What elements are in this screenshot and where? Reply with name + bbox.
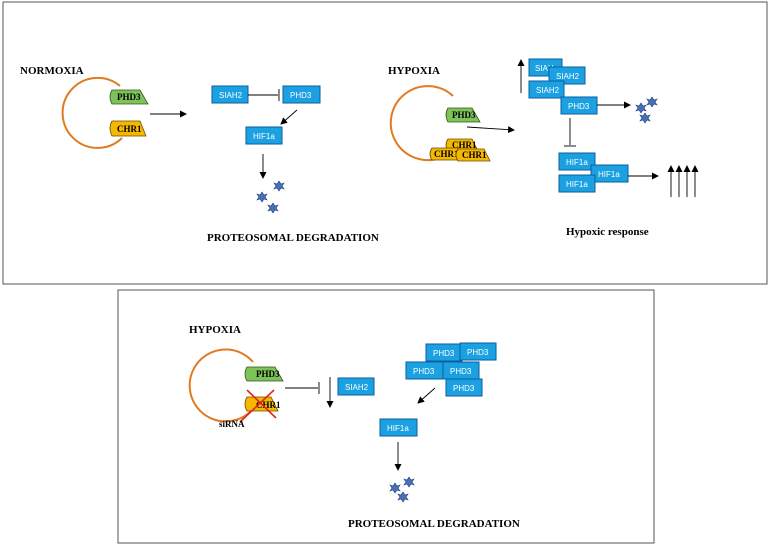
svg-text:HIF1a: HIF1a xyxy=(566,180,588,189)
phd3-shape xyxy=(244,366,284,382)
svg-text:PHD3: PHD3 xyxy=(433,349,455,358)
hif1a-box xyxy=(590,164,629,183)
svg-text:SIAH2: SIAH2 xyxy=(536,86,560,95)
sirna-label: siRNA xyxy=(219,419,245,429)
svg-text:HIF1a: HIF1a xyxy=(387,424,409,433)
svg-text:SIAH2: SIAH2 xyxy=(556,72,580,81)
phd3-shape xyxy=(109,89,149,105)
svg-text:CHR1: CHR1 xyxy=(462,150,487,160)
arrow-phd3-hif1a xyxy=(280,109,298,125)
bottom-panel xyxy=(117,289,655,544)
normoxia-title: NORMOXIA xyxy=(20,65,84,77)
chr1-shape xyxy=(455,148,491,162)
phd3-box xyxy=(459,342,497,361)
svg-text:PHD3: PHD3 xyxy=(452,110,476,120)
degradation-fragments xyxy=(635,96,658,124)
svg-text:SIAH2: SIAH2 xyxy=(345,383,369,392)
phd3-shape xyxy=(445,107,481,123)
svg-text:PHD3: PHD3 xyxy=(413,367,435,376)
svg-text:PHD3: PHD3 xyxy=(450,367,472,376)
siah2-box xyxy=(337,377,375,396)
siah2-box xyxy=(548,66,586,85)
svg-text:CHR1: CHR1 xyxy=(256,400,281,410)
normoxia-caption: PROTEOSOMAL DEGRADATION xyxy=(207,232,379,244)
svg-text:CHR1: CHR1 xyxy=(117,124,142,134)
arrow-phd3-hif1a xyxy=(417,387,436,404)
normoxia-complex: PHD3 CHR1 xyxy=(61,76,149,149)
hif1a-box xyxy=(379,418,418,437)
hif1a-box xyxy=(558,174,596,193)
top-panel xyxy=(2,1,768,285)
svg-text:PHD3: PHD3 xyxy=(568,102,590,111)
svg-text:HIF1a: HIF1a xyxy=(566,158,588,167)
bottom-caption: PROTEOSOMAL DEGRADATION xyxy=(348,518,520,530)
hypoxia-title: HYPOXIA xyxy=(388,65,440,77)
svg-text:CHR1: CHR1 xyxy=(434,149,459,159)
svg-text:HIF1a: HIF1a xyxy=(253,132,275,141)
sirna-cross xyxy=(246,389,277,419)
svg-text:CHR1: CHR1 xyxy=(452,140,477,150)
svg-text:PHD3: PHD3 xyxy=(453,384,475,393)
svg-text:PHD3: PHD3 xyxy=(290,91,312,100)
arrow-hypoxia-complex xyxy=(466,126,515,134)
svg-text:SIAH: SIAH xyxy=(535,64,554,73)
svg-text:PHD3: PHD3 xyxy=(256,369,280,379)
phd3-box xyxy=(560,96,598,115)
svg-text:PHD3: PHD3 xyxy=(467,348,489,357)
svg-text:SIAH2: SIAH2 xyxy=(219,91,243,100)
hypoxia-complex: PHD3 CHR1 CHR1 CHR1 xyxy=(389,85,491,162)
siah2-box xyxy=(211,85,249,104)
degradation-fragments xyxy=(256,180,285,214)
sirna-complex: PHD3 CHR1 xyxy=(188,348,284,423)
svg-text:PHD3: PHD3 xyxy=(117,92,141,102)
siah2-box xyxy=(528,80,565,99)
hypoxic-response-caption: Hypoxic response xyxy=(566,226,649,238)
hif1a-box xyxy=(558,152,596,171)
phd3-box xyxy=(282,85,321,104)
sirna-cross xyxy=(239,389,275,423)
chr1-shape xyxy=(109,120,147,137)
degradation-fragments xyxy=(389,476,415,503)
up-arrows-response xyxy=(667,165,699,197)
phd3-box xyxy=(445,378,483,397)
svg-text:HIF1a: HIF1a xyxy=(598,170,620,179)
hif1a-box xyxy=(245,126,283,145)
bottom-hypoxia-title: HYPOXIA xyxy=(189,324,241,336)
